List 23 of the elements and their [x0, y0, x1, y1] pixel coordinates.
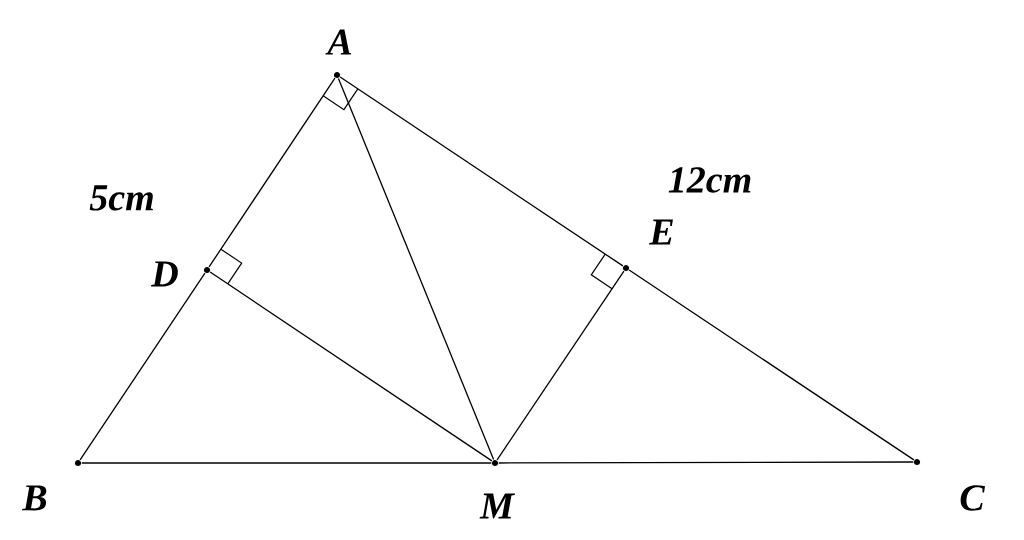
line-segment: [337, 77, 495, 461]
node-label: C: [960, 485, 986, 511]
node-label: D: [151, 261, 178, 287]
line-segment: [498, 461, 914, 464]
node-label: E: [649, 219, 673, 245]
point: B: [22, 459, 82, 511]
line-segment: [209, 271, 493, 462]
length-label: 12cm: [668, 167, 751, 193]
point: D: [151, 261, 211, 287]
node-label: M: [479, 493, 515, 519]
line-segment: [79, 272, 206, 461]
point: M: [479, 459, 515, 519]
point: E: [622, 219, 673, 272]
line-segment: [496, 270, 625, 461]
point: A: [325, 29, 352, 79]
node-label: B: [22, 485, 47, 511]
node-label: A: [325, 29, 352, 55]
line-segment: [81, 462, 492, 464]
point: C: [913, 458, 986, 511]
length-label: 5cm: [89, 185, 153, 211]
line-segment: [339, 76, 624, 267]
line-segment: [208, 77, 336, 268]
line-segment: [628, 269, 915, 461]
